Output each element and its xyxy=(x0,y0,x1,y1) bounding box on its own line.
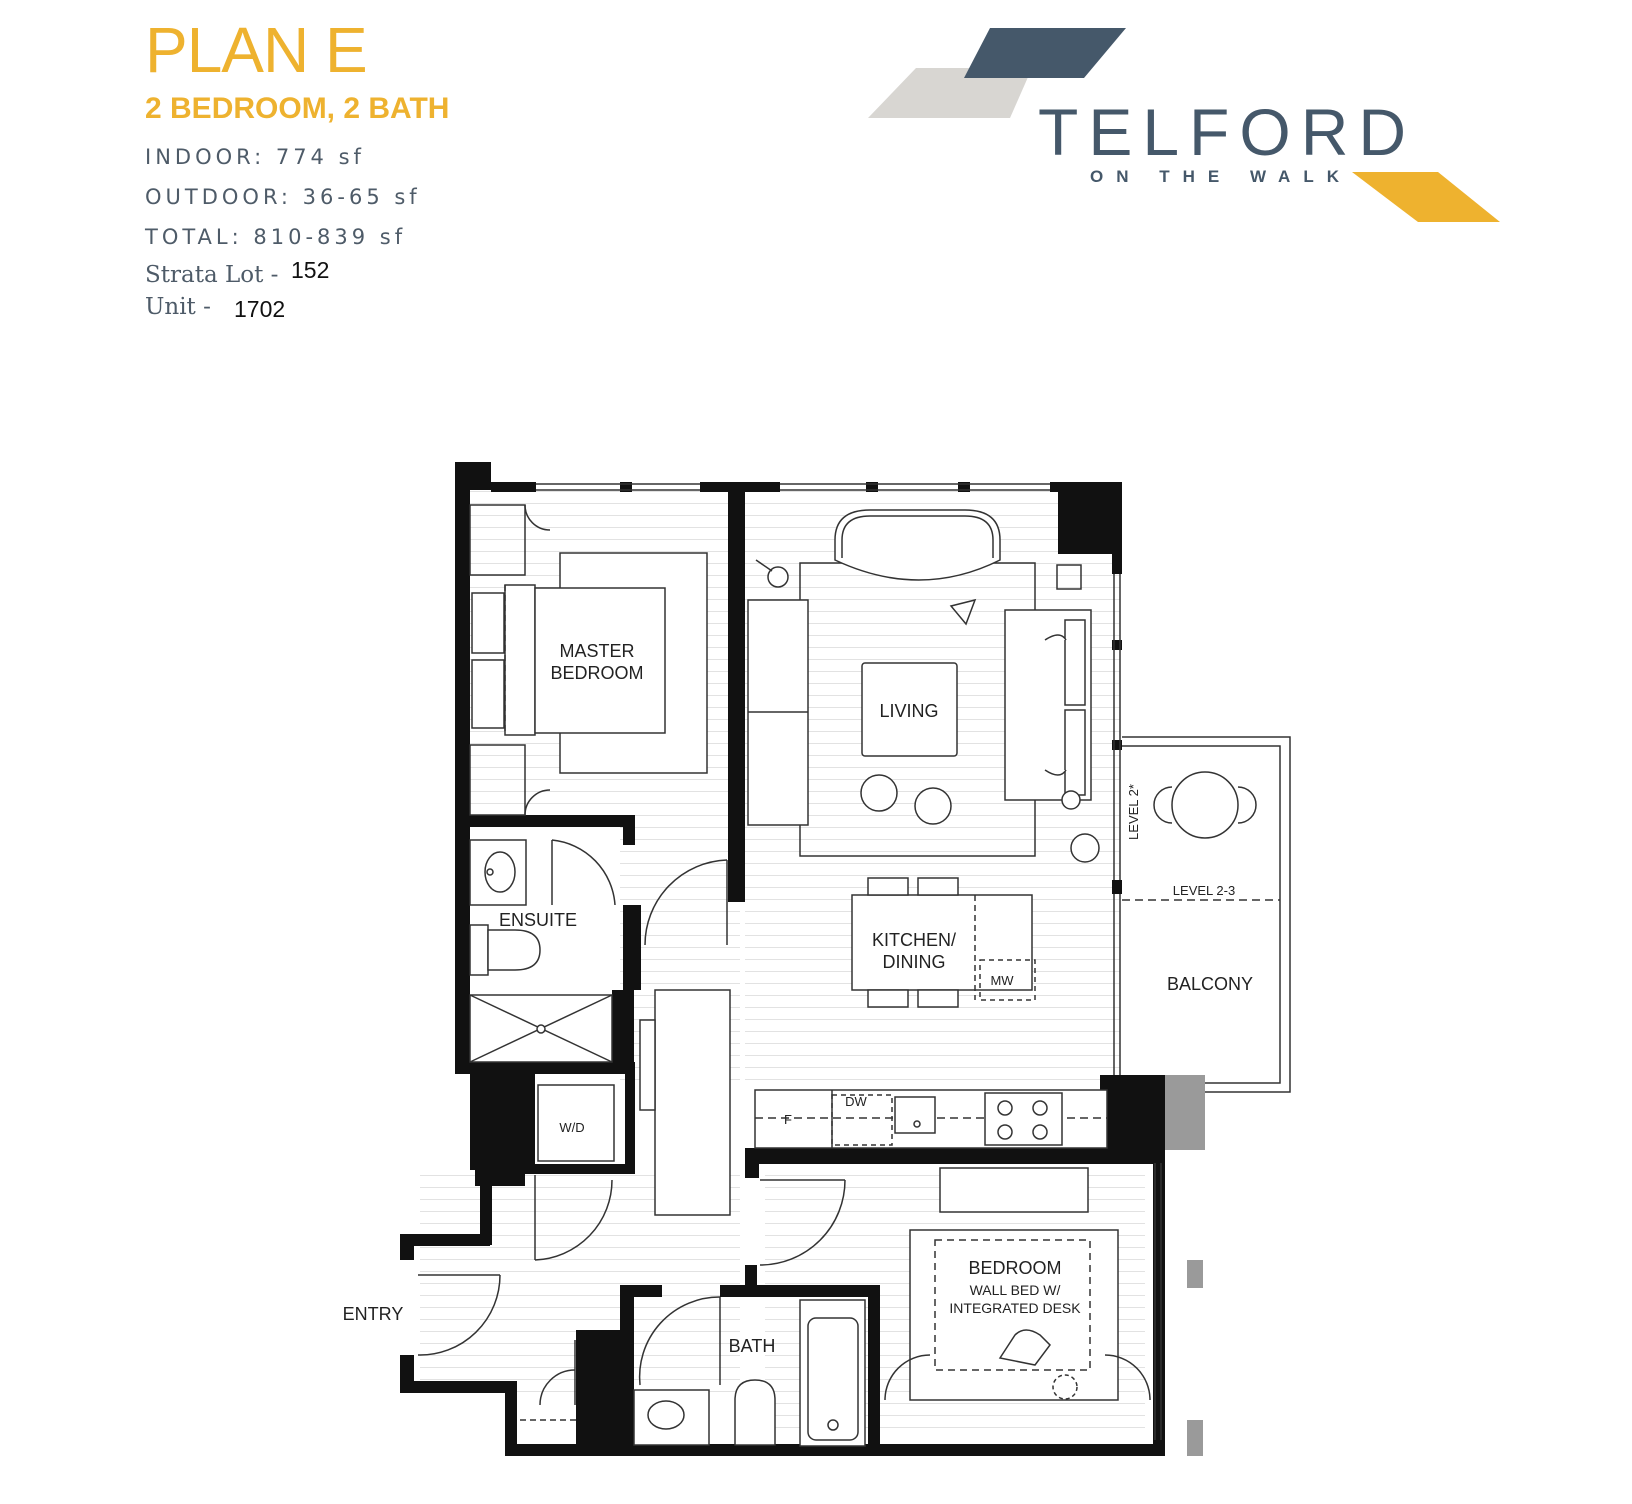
bedroom-furniture xyxy=(884,1167,1151,1401)
plan-title: PLAN E xyxy=(145,14,368,86)
logo-navy-stripe xyxy=(964,28,1126,78)
label-f: F xyxy=(784,1112,792,1127)
label-level-2-3: LEVEL 2-3 xyxy=(1173,883,1235,898)
unit-label: Unit - xyxy=(145,294,211,320)
label-kitchen-line1: KITCHEN/ xyxy=(872,930,956,950)
strata-lot-label: Strata Lot - xyxy=(145,262,279,288)
logo-tagline: ON THE WALK xyxy=(1090,167,1352,186)
bath-fixtures xyxy=(633,1296,866,1447)
label-bedroom-line1: BEDROOM xyxy=(968,1258,1061,1278)
telford-logo: TELFORD ON THE WALK xyxy=(868,28,1500,222)
label-dw: DW xyxy=(845,1094,867,1109)
label-mw: MW xyxy=(990,973,1014,988)
label-bath: BATH xyxy=(729,1336,776,1356)
master-bedroom-furniture xyxy=(469,504,708,816)
balcony xyxy=(1122,736,1291,1093)
living-furniture xyxy=(747,509,1100,863)
label-bedroom-line2: WALL BED W/ xyxy=(970,1282,1061,1298)
label-bedroom-line3: INTEGRATED DESK xyxy=(949,1300,1081,1316)
room-labels: MASTER BEDROOM LIVING ENSUITE KITCHEN/ D… xyxy=(343,641,1253,1356)
label-ensuite: ENSUITE xyxy=(499,910,577,930)
windows xyxy=(536,483,1162,1440)
label-balcony: BALCONY xyxy=(1167,974,1253,994)
label-level-2: LEVEL 2* xyxy=(1126,784,1141,840)
plan-subtitle: 2 BEDROOM, 2 BATH xyxy=(145,92,450,125)
label-kitchen-line2: DINING xyxy=(883,952,946,972)
logo-gold-stripe xyxy=(1352,172,1500,222)
label-entry: ENTRY xyxy=(343,1304,404,1324)
indoor-area: INDOOR: 774 sf xyxy=(145,145,365,169)
label-wd: W/D xyxy=(559,1120,584,1135)
strata-lot-value: 152 xyxy=(291,257,330,283)
outdoor-area: OUTDOOR: 36-65 sf xyxy=(145,185,421,209)
label-living: LIVING xyxy=(879,701,938,721)
logo-wordmark: TELFORD xyxy=(1038,95,1416,169)
total-area: TOTAL: 810-839 sf xyxy=(145,225,407,249)
logo-grey-stripe xyxy=(868,68,1032,118)
unit-value: 1702 xyxy=(234,296,286,322)
label-master-line2: BEDROOM xyxy=(550,663,643,683)
kitchen-furniture xyxy=(639,877,1108,1216)
walls xyxy=(400,462,1165,1456)
label-master-line1: MASTER xyxy=(559,641,634,661)
ensuite-fixtures xyxy=(469,839,728,1063)
wd-entry-fixtures xyxy=(417,1084,846,1421)
exterior-grey-walls xyxy=(1165,1075,1205,1456)
